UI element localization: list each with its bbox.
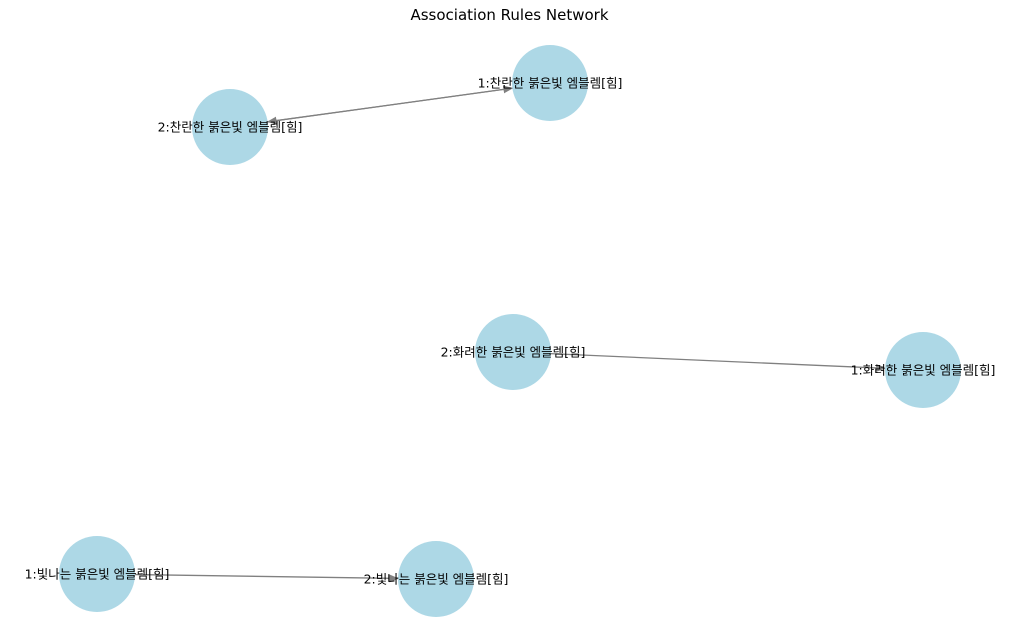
- node-label: 2:화려한 붉은빛 엠블렘[힘]: [441, 345, 586, 360]
- node-label: 1:화려한 붉은빛 엠블렘[힘]: [851, 363, 996, 378]
- node-n5: 1:빛나는 붉은빛 엠블렘[힘]: [25, 536, 170, 612]
- node-circle: [475, 314, 551, 390]
- node-circle: [192, 89, 268, 165]
- node-n6: 2:빛나는 붉은빛 엠블렘[힘]: [364, 541, 509, 617]
- node-n3: 2:화려한 붉은빛 엠블렘[힘]: [441, 314, 586, 390]
- node-label: 1:빛나는 붉은빛 엠블렘[힘]: [25, 567, 170, 582]
- node-label: 1:찬란한 붉은빛 엠블렘[힘]: [478, 76, 623, 91]
- node-n2: 2:찬란한 붉은빛 엠블렘[힘]: [158, 89, 303, 165]
- node-label: 2:찬란한 붉은빛 엠블렘[힘]: [158, 120, 303, 135]
- node-label: 2:빛나는 붉은빛 엠블렘[힘]: [364, 572, 509, 587]
- edges-layer: [96, 82, 887, 583]
- node-n1: 1:찬란한 붉은빛 엠블렘[힘]: [478, 45, 623, 121]
- node-circle: [512, 45, 588, 121]
- node-circle: [59, 536, 135, 612]
- edge-n3-to-n4: [512, 351, 887, 372]
- nodes-layer: 1:찬란한 붉은빛 엠블렘[힘] 2:찬란한 붉은빛 엠블렘[힘] 2:화려한 붉은…: [25, 45, 996, 617]
- node-circle: [398, 541, 474, 617]
- diagram-title: Association Rules Network: [410, 6, 609, 24]
- node-circle: [885, 332, 961, 408]
- edge-n5-to-n6: [96, 573, 400, 583]
- node-n4: 1:화려한 붉은빛 엠블렘[힘]: [851, 332, 996, 408]
- edge-n1-to-n2: [266, 82, 551, 125]
